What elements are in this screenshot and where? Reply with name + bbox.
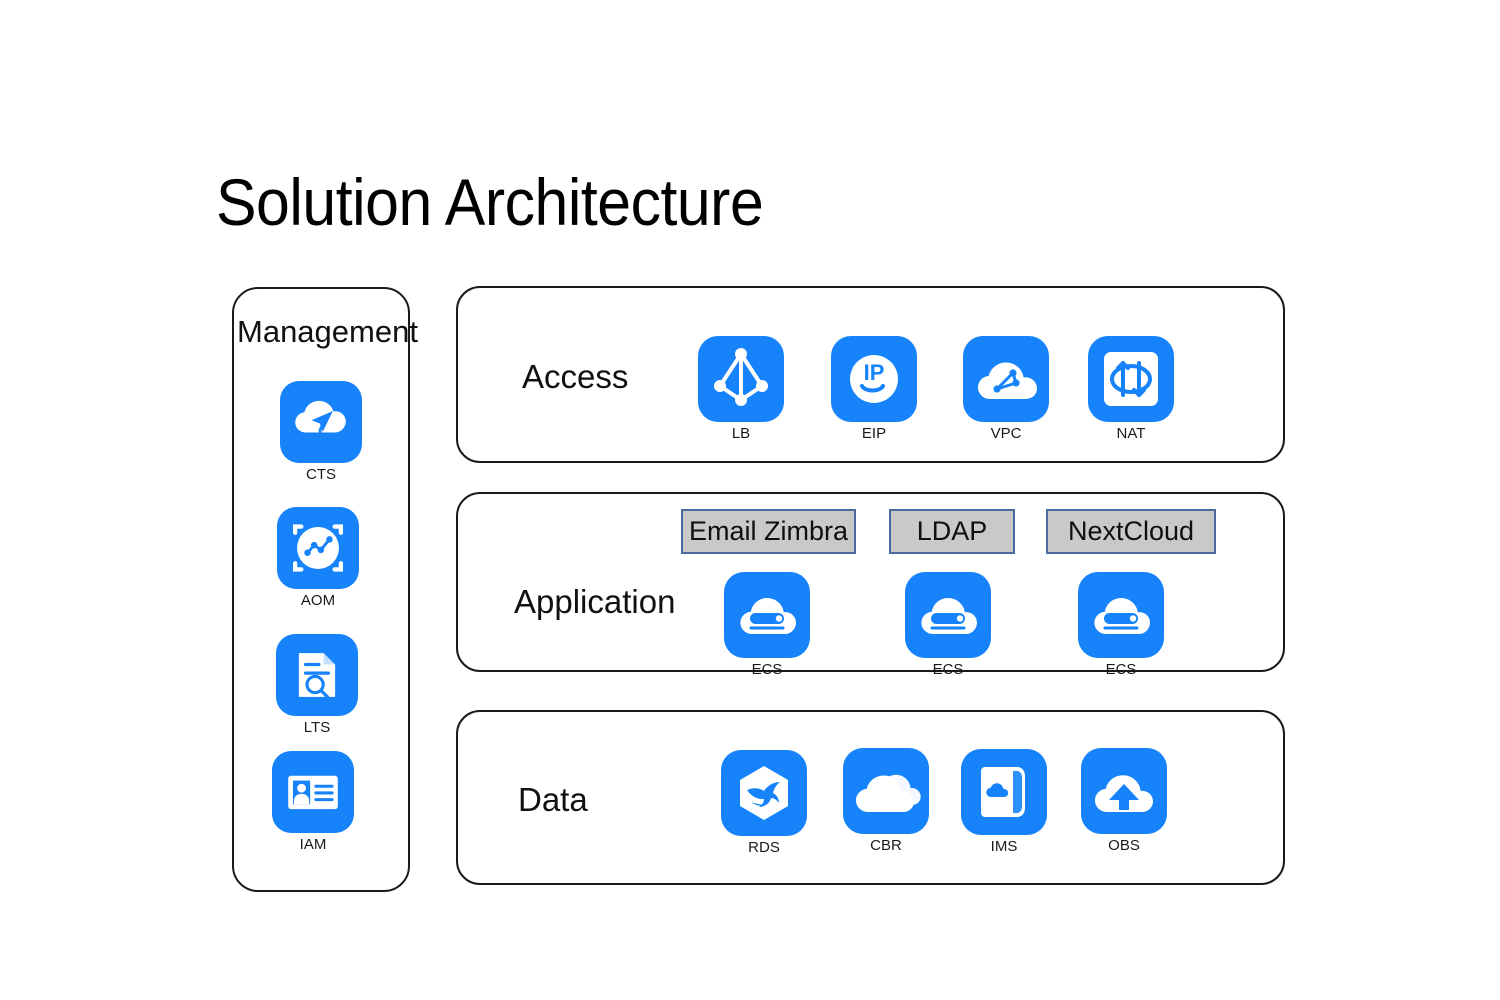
- node-eip[interactable]: IP EIP: [831, 336, 917, 443]
- application-layer-label: Application: [514, 583, 676, 620]
- ecs-server-cloud-icon: [1078, 572, 1164, 658]
- node-rds[interactable]: RDS: [721, 750, 807, 857]
- node-ecs-1[interactable]: ECS: [724, 572, 810, 679]
- node-label: ECS: [751, 661, 783, 678]
- node-aom[interactable]: AOM: [277, 507, 359, 610]
- management-panel-title: Management: [237, 314, 418, 349]
- vpc-cloud-network-icon: [963, 336, 1049, 422]
- node-ecs-2[interactable]: ECS: [905, 572, 991, 679]
- node-label: NAT: [1116, 425, 1146, 442]
- ims-image-pages-icon: [961, 749, 1047, 835]
- node-nat[interactable]: NAT: [1088, 336, 1174, 443]
- lts-log-search-icon: [276, 634, 358, 716]
- cbr-double-cloud-backup-icon: [843, 748, 929, 834]
- node-label: IAM: [299, 836, 327, 853]
- node-cbr[interactable]: CBR: [843, 748, 929, 855]
- node-ims[interactable]: IMS: [961, 749, 1047, 856]
- node-label: CBR: [870, 837, 902, 854]
- node-label: LTS: [303, 719, 331, 736]
- page-title: Solution Architecture: [216, 165, 764, 239]
- obs-cloud-upload-icon: [1081, 748, 1167, 834]
- node-label: CTS: [306, 466, 336, 483]
- node-lts[interactable]: LTS: [276, 634, 358, 737]
- access-layer-label: Access: [522, 358, 629, 395]
- node-label: IMS: [990, 838, 1018, 855]
- node-iam[interactable]: IAM: [272, 751, 354, 854]
- node-cts[interactable]: CTS: [280, 381, 362, 484]
- nat-gateway-icon: [1088, 336, 1174, 422]
- load-balancer-icon: [698, 336, 784, 422]
- app-chip-email-zimbra[interactable]: Email Zimbra: [681, 509, 856, 554]
- node-vpc[interactable]: VPC: [963, 336, 1049, 443]
- node-label: ECS: [1105, 661, 1137, 678]
- rds-dolphin-database-icon: [721, 750, 807, 836]
- app-chip-ldap[interactable]: LDAP: [889, 509, 1015, 554]
- node-ecs-3[interactable]: ECS: [1078, 572, 1164, 679]
- node-label: AOM: [300, 592, 336, 609]
- node-label: OBS: [1108, 837, 1140, 854]
- ecs-server-cloud-icon: [724, 572, 810, 658]
- node-label: RDS: [748, 839, 780, 856]
- node-label: LB: [731, 425, 751, 442]
- aom-monitor-chart-icon: [277, 507, 359, 589]
- node-obs[interactable]: OBS: [1081, 748, 1167, 855]
- cts-cloud-trace-icon: [280, 381, 362, 463]
- ecs-server-cloud-icon: [905, 572, 991, 658]
- app-chip-nextcloud[interactable]: NextCloud: [1046, 509, 1216, 554]
- svg-text:IP: IP: [864, 360, 885, 385]
- iam-id-card-icon: [272, 751, 354, 833]
- node-label: ECS: [932, 661, 964, 678]
- node-lb[interactable]: LB: [698, 336, 784, 443]
- node-label: VPC: [990, 425, 1022, 442]
- node-label: EIP: [861, 425, 887, 442]
- elastic-ip-icon: IP: [831, 336, 917, 422]
- data-layer-label: Data: [518, 781, 588, 818]
